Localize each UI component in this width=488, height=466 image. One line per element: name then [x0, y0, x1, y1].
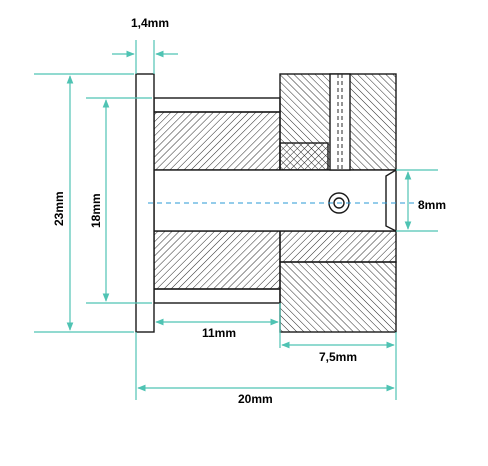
dimension-lines: [34, 40, 438, 400]
sleeve-lower-extension: [279, 230, 397, 263]
bore-diameter-label: 8mm: [418, 198, 446, 212]
sleeve-bottom-band: [153, 288, 281, 304]
sleeve-top-band: [153, 97, 281, 113]
collar-lower-block: [279, 261, 397, 333]
outer-diameter-label: 23mm: [52, 191, 66, 226]
bore-channel: [153, 169, 397, 232]
sleeve-upper-wall: [153, 111, 281, 171]
flange-plate: [135, 73, 155, 333]
bore-chamfer: [385, 169, 397, 232]
total-length-label: 20mm: [238, 392, 273, 406]
inner-diameter-label: 18mm: [89, 193, 103, 228]
sleeve-length-label: 11mm: [202, 326, 236, 340]
pin-hole: [329, 73, 351, 171]
collar-upper-step: [279, 142, 329, 171]
pin-hole-hidden-edges: [337, 74, 343, 170]
sleeve-lower-wall: [153, 230, 281, 290]
flange-thickness-label: 1,4mm: [131, 16, 169, 30]
collar-length-label: 7,5mm: [319, 350, 357, 364]
